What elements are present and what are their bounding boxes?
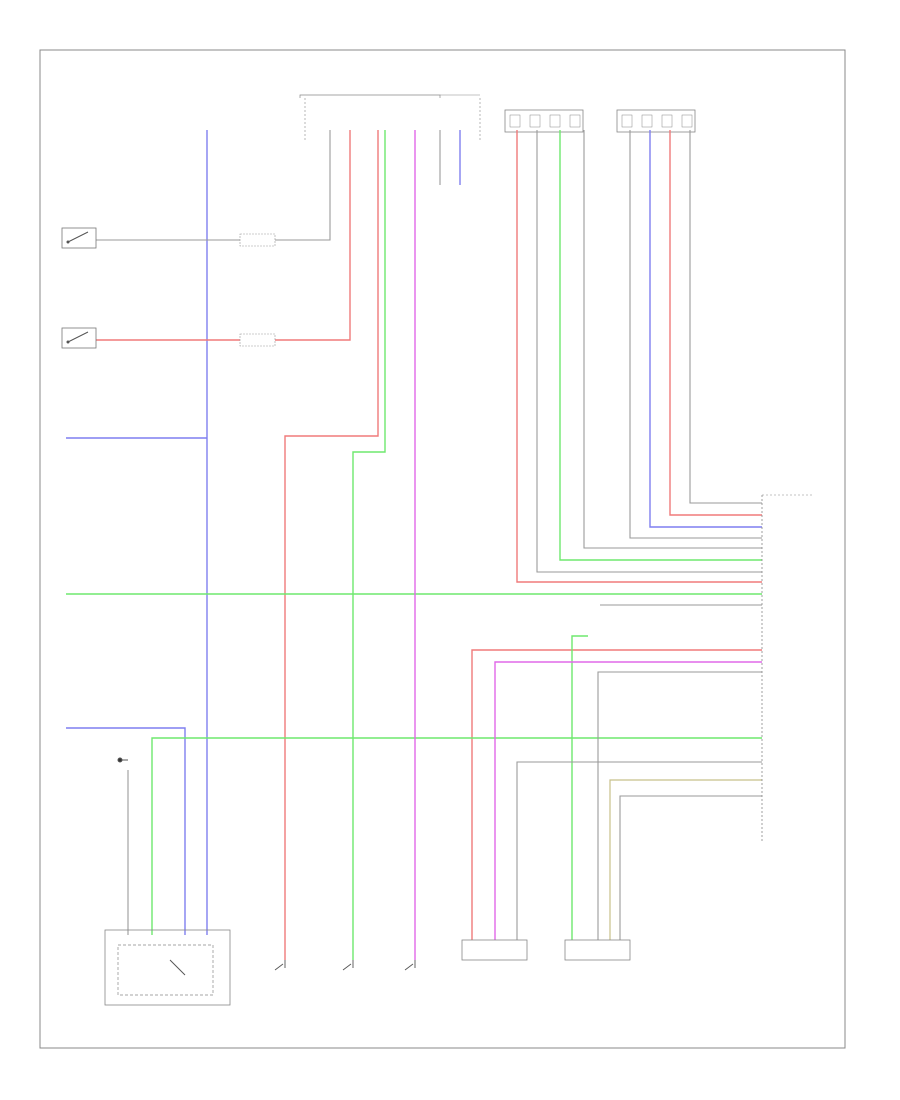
diagram-border (39, 49, 846, 1049)
ecu-connector (761, 494, 812, 842)
connector-icon (239, 233, 276, 347)
ground-icon (117, 757, 128, 763)
top-connector-left (299, 94, 481, 140)
wire-blue-main (66, 130, 461, 935)
wire-green-set (66, 130, 762, 960)
wire-tan (609, 779, 762, 940)
top-connector-middle (504, 109, 584, 133)
switch-icon (274, 960, 416, 971)
relay-icon (104, 929, 231, 1006)
wire-gray-set (95, 130, 762, 940)
connector-icon (461, 939, 631, 961)
wire-magenta-set (414, 130, 762, 960)
wire-red-set (95, 130, 762, 960)
switch-icon (61, 327, 97, 349)
top-connector-right (616, 109, 696, 133)
wire-blue-right (649, 130, 762, 528)
switch-icon (61, 227, 97, 249)
